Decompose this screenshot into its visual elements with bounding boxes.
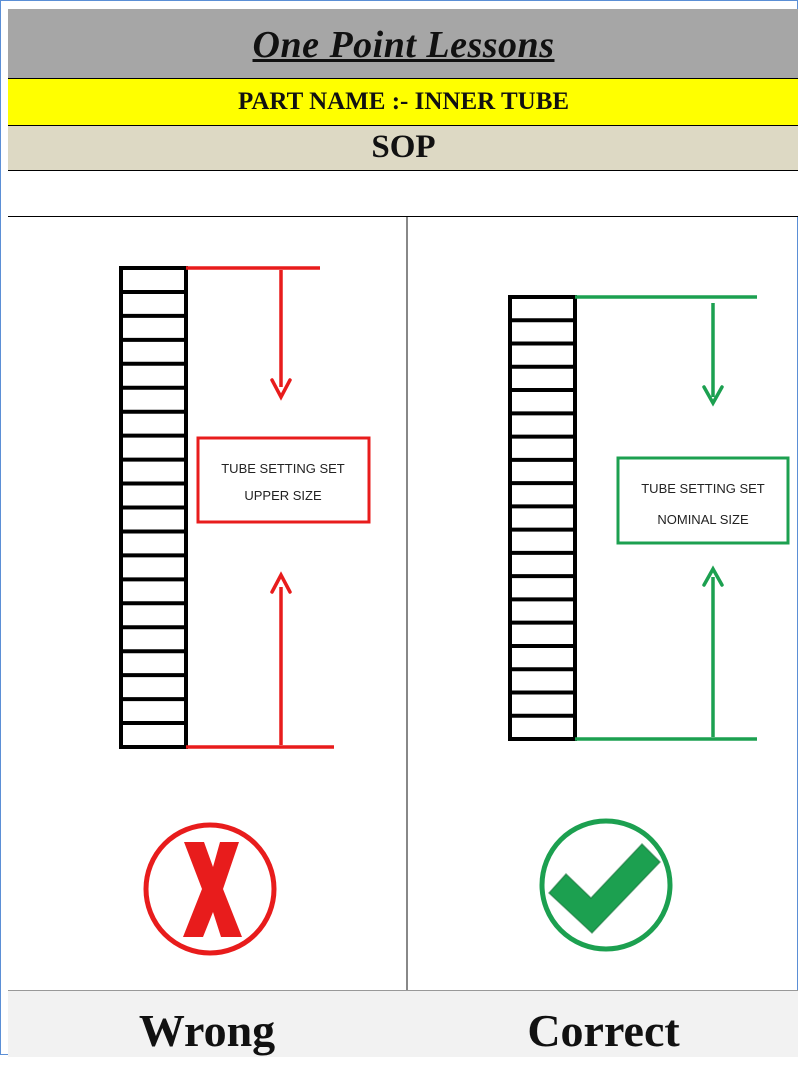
wrong-dimension-lines xyxy=(186,266,334,749)
correct-size-box xyxy=(616,456,790,545)
checkmark-icon xyxy=(539,818,673,952)
wrong-tube-stack xyxy=(119,266,188,749)
page-title: One Point Lessons xyxy=(252,24,555,66)
correct-arrowheads xyxy=(702,385,724,587)
wrong-label: Wrong xyxy=(138,1005,276,1056)
correct-label: Correct xyxy=(527,1005,680,1056)
correct-box-line1: TUBE SETTING SET xyxy=(641,481,765,496)
wrong-size-box xyxy=(196,436,371,524)
correct-dimension-lines xyxy=(575,295,757,741)
panel-divider xyxy=(406,217,408,1056)
section-banner: SOP xyxy=(8,126,798,171)
wrong-arrowheads xyxy=(270,378,292,594)
wrong-box-line2: UPPER SIZE xyxy=(244,488,322,503)
section-label: SOP xyxy=(371,129,436,165)
footer-row: Wrong Correct xyxy=(8,990,798,1057)
part-name-banner: PART NAME :- INNER TUBE xyxy=(8,79,798,126)
correct-tube-stack xyxy=(508,295,577,741)
part-name-label: PART NAME :- INNER TUBE xyxy=(237,88,570,115)
title-banner: One Point Lessons xyxy=(8,9,798,79)
comparison-panels: TUBE SETTING SET UPPER SIZE TUBE SETTING… xyxy=(119,266,790,956)
correct-box-line2: NOMINAL SIZE xyxy=(657,512,749,527)
cross-icon xyxy=(143,822,277,956)
wrong-box-line1: TUBE SETTING SET xyxy=(221,461,345,476)
blank-row xyxy=(8,171,798,217)
